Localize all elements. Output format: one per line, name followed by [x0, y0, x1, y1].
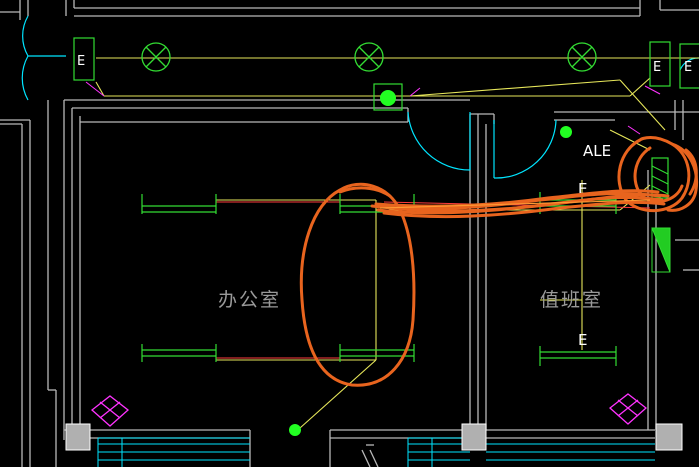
panel-label: ALE	[583, 142, 611, 160]
magenta-wiring	[85, 81, 661, 135]
column-square-icon	[65, 423, 683, 451]
fluorescent-fixtures	[141, 192, 617, 366]
room-label-office: 办公室	[218, 289, 281, 311]
markup-annotations	[299, 136, 699, 387]
orange-route	[379, 199, 651, 209]
exit-sign-letter: E	[578, 180, 587, 198]
power-cables	[216, 201, 651, 359]
exit-sign-letter: E	[578, 331, 587, 349]
green-dot-icon	[289, 90, 572, 436]
crossed-circle-icon	[141, 42, 597, 72]
windows	[97, 437, 655, 467]
exit-sign-letter: E	[653, 60, 661, 75]
exit-sign-icon	[73, 37, 699, 111]
doors	[21, 15, 699, 179]
triangle-icon	[651, 227, 671, 273]
exit-sign-letter: E	[77, 54, 85, 69]
exit-sign-letter: E	[684, 60, 692, 75]
room-label-duty: 值班室	[540, 289, 603, 311]
lighting-wiring	[95, 57, 699, 429]
magenta-diamond-icon	[90, 393, 648, 427]
distribution-panel	[651, 157, 669, 199]
